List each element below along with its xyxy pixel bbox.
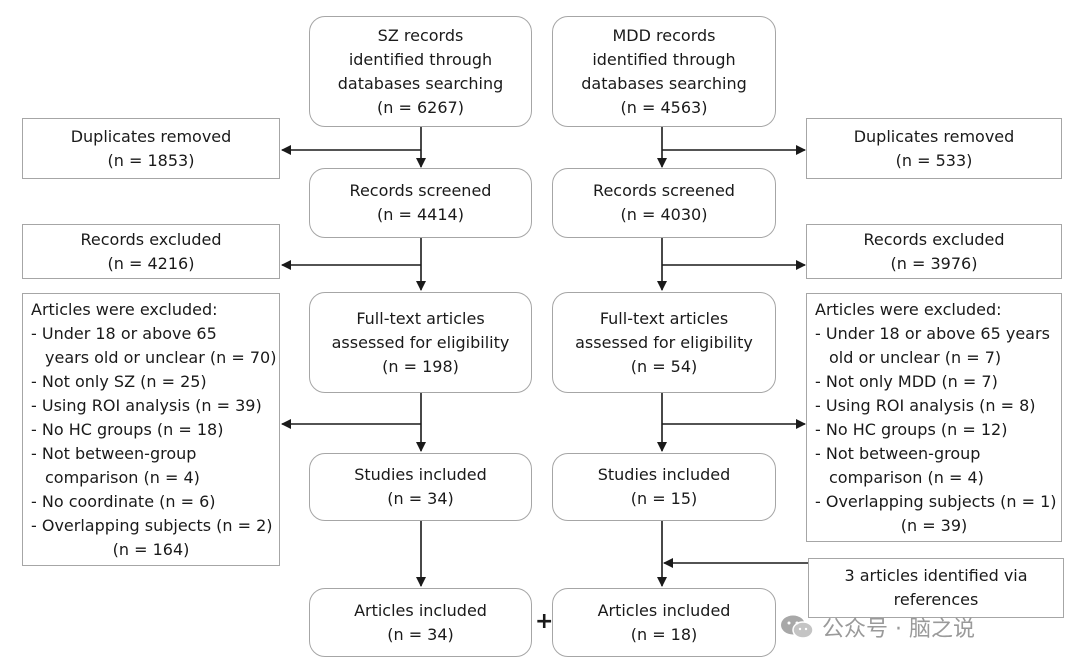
mdd-identified-line-3: databases searching — [581, 73, 747, 93]
mdd-identified-line-2: identified through — [592, 49, 736, 69]
mdd-studies-line-2: (n = 15) — [630, 489, 698, 508]
mdd-screened-line-1: Records screened — [593, 181, 735, 200]
mdd-reasons-box: Articles were excluded: - Under 18 or ab… — [806, 293, 1062, 542]
sz-identified-line-1: SZ records — [377, 25, 464, 45]
sz-reason-age-cont: years old or unclear (n = 70) — [45, 348, 277, 367]
sz-articles-line-2: (n = 34) — [387, 624, 454, 644]
mdd-screened-box: Records screened (n = 4030) — [552, 168, 776, 238]
sz-fulltext-line-1: Full-text articles — [356, 308, 485, 328]
mdd-fulltext-line-3: (n = 54) — [630, 356, 698, 376]
sz-screened-line-1: Records screened — [349, 181, 492, 200]
sz-reason-age: - Under 18 or above 65 — [31, 324, 217, 343]
sz-reasons-total: (n = 164) — [112, 540, 190, 559]
watermark-text: 公众号 · 脑之说 — [822, 617, 975, 642]
mdd-reasons-heading: Articles were excluded: — [815, 300, 1002, 319]
sz-reason-between-group: - Not between-group — [31, 444, 197, 463]
mdd-reasons-total: (n = 39) — [900, 516, 968, 535]
wechat-icon — [781, 615, 814, 639]
mdd-reason-age-cont: old or unclear (n = 7) — [829, 348, 1002, 367]
sz-screened-line-2: (n = 4414) — [377, 205, 464, 224]
mdd-excluded-line-2: (n = 3976) — [890, 253, 978, 273]
sz-reasons-heading: Articles were excluded: — [31, 300, 218, 319]
mdd-reason-not-only: - Not only MDD (n = 7) — [815, 372, 998, 391]
mdd-articles-line-2: (n = 18) — [630, 624, 698, 644]
mdd-fulltext-line-1: Full-text articles — [599, 308, 729, 328]
mdd-studies-line-1: Studies included — [597, 465, 731, 484]
mdd-screened-line-2: (n = 4030) — [620, 205, 708, 224]
mdd-reason-age: - Under 18 or above 65 years — [815, 324, 1050, 343]
mdd-articles-line-1: Articles included — [597, 600, 731, 620]
mdd-duplicates-line-2: (n = 533) — [895, 150, 973, 170]
sz-fulltext-line-3: (n = 198) — [382, 356, 459, 376]
mdd-references-box: 3 articles identified via references — [808, 558, 1064, 618]
sz-fulltext-line-2: assessed for eligibility — [331, 332, 510, 352]
sz-reason-no-hc: - No HC groups (n = 18) — [31, 420, 224, 439]
mdd-reason-between-group: - Not between-group — [815, 444, 981, 463]
sz-excluded-box: Records excluded (n = 4216) — [22, 224, 280, 279]
mdd-reason-overlapping: - Overlapping subjects (n = 1) — [815, 492, 1057, 511]
sz-reason-roi: - Using ROI analysis (n = 39) — [31, 396, 262, 415]
mdd-identified-line-4: (n = 4563) — [620, 97, 708, 117]
sz-reason-overlapping: - Overlapping subjects (n = 2) — [31, 516, 273, 535]
sz-duplicates-box: Duplicates removed (n = 1853) — [22, 118, 280, 179]
mdd-excluded-box: Records excluded (n = 3976) — [806, 224, 1062, 279]
sz-excluded-line-2: (n = 4216) — [107, 253, 195, 273]
mdd-duplicates-box: Duplicates removed (n = 533) — [806, 118, 1062, 179]
sz-excluded-line-1: Records excluded — [80, 229, 222, 249]
mdd-references-line-1: 3 articles identified via — [844, 566, 1028, 585]
sz-duplicates-line-1: Duplicates removed — [70, 126, 232, 146]
mdd-fulltext-line-2: assessed for eligibility — [575, 332, 753, 352]
sz-articles-box: Articles included (n = 34) — [309, 588, 532, 657]
mdd-identified-box: MDD records identified through databases… — [552, 16, 776, 127]
mdd-studies-box: Studies included (n = 15) — [552, 453, 776, 521]
sz-reason-between-group-cont: comparison (n = 4) — [45, 468, 200, 487]
mdd-reason-between-group-cont: comparison (n = 4) — [829, 468, 984, 487]
sz-studies-line-1: Studies included — [354, 465, 487, 484]
sz-identified-line-3: databases searching — [337, 73, 504, 93]
sz-identified-box: SZ records identified through databases … — [309, 16, 532, 127]
mdd-articles-box: Articles included (n = 18) — [552, 588, 776, 657]
sz-identified-line-4: (n = 6267) — [377, 97, 464, 117]
watermark: 公众号 · 脑之说 — [780, 612, 975, 642]
mdd-fulltext-box: Full-text articles assessed for eligibil… — [552, 292, 776, 393]
sz-identified-line-2: identified through — [348, 49, 493, 69]
mdd-duplicates-line-1: Duplicates removed — [853, 126, 1015, 146]
sz-reasons-box: Articles were excluded: - Under 18 or ab… — [22, 293, 280, 566]
plus-symbol: + — [535, 609, 554, 634]
sz-reason-not-only: - Not only SZ (n = 25) — [31, 372, 207, 391]
mdd-reason-no-hc: - No HC groups (n = 12) — [815, 420, 1008, 439]
sz-articles-line-1: Articles included — [354, 600, 487, 620]
sz-fulltext-box: Full-text articles assessed for eligibil… — [309, 292, 532, 393]
sz-studies-box: Studies included (n = 34) — [309, 453, 532, 521]
sz-screened-box: Records screened (n = 4414) — [309, 168, 532, 238]
sz-studies-line-2: (n = 34) — [387, 489, 454, 508]
mdd-identified-line-1: MDD records — [612, 25, 716, 45]
sz-duplicates-line-2: (n = 1853) — [107, 150, 195, 170]
sz-reason-no-coordinate: - No coordinate (n = 6) — [31, 492, 216, 511]
mdd-references-line-2: references — [893, 590, 979, 609]
mdd-reason-roi: - Using ROI analysis (n = 8) — [815, 396, 1036, 415]
mdd-excluded-line-1: Records excluded — [863, 229, 1005, 249]
